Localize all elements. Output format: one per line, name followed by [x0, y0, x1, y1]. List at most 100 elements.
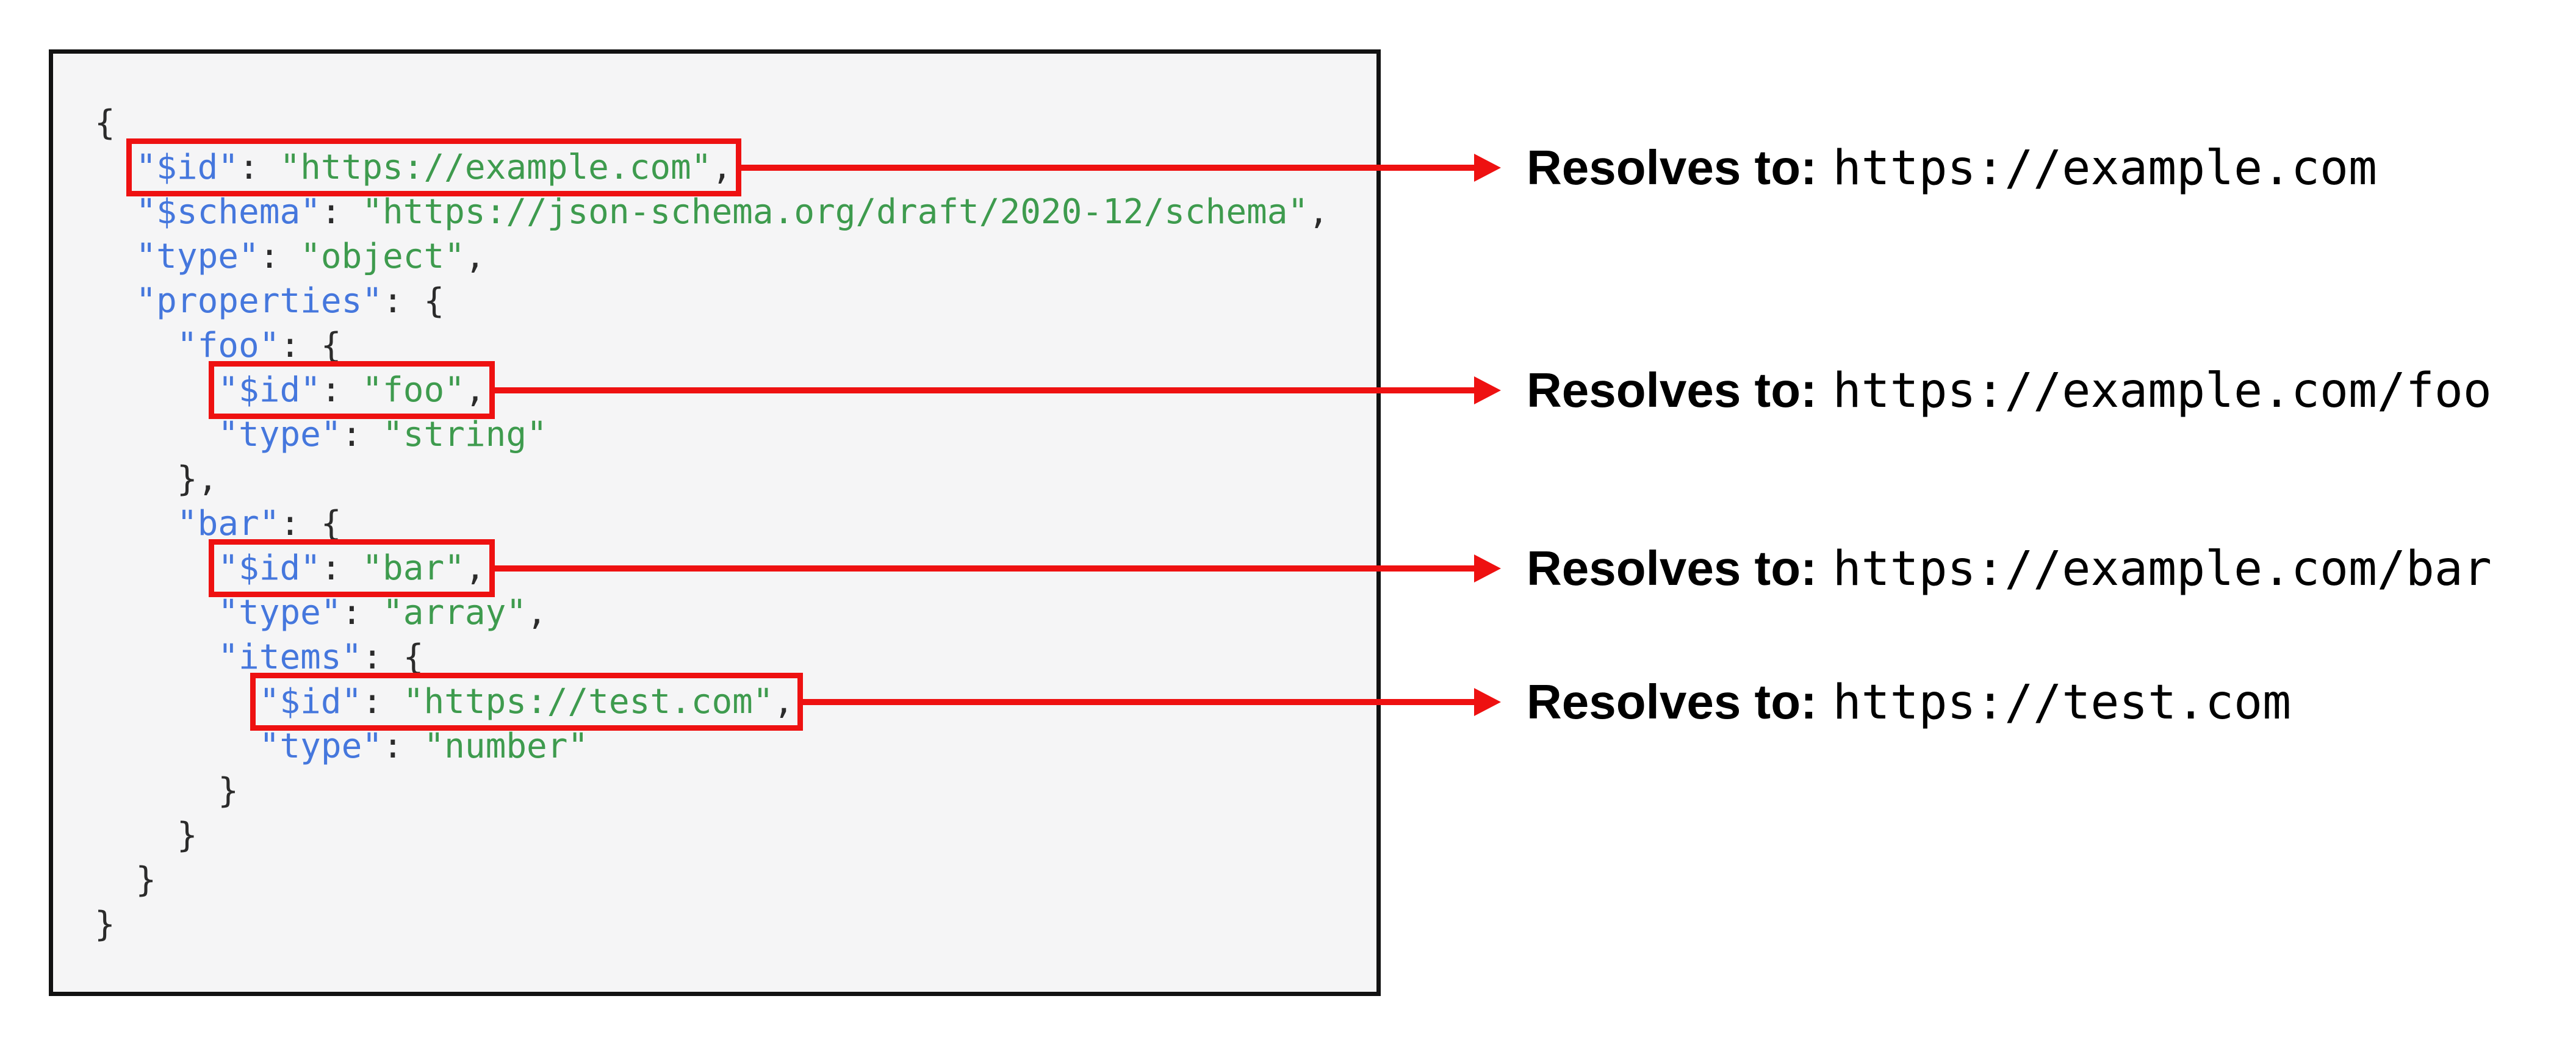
code-line: } [95, 813, 1376, 858]
arrow-head-icon [1474, 687, 1501, 716]
code-token: "$schema" [135, 192, 321, 232]
code-token: "https://json-schema.org/draft/2020-12/s… [362, 192, 1309, 232]
arrow-head-icon [1474, 153, 1501, 182]
code-token: , [464, 370, 486, 410]
code-token [95, 415, 218, 454]
code-line: "type": "array", [95, 590, 1376, 635]
id-highlight-box: "$id": "bar", [209, 539, 495, 597]
code-token: , [464, 548, 486, 588]
json-schema-code-block: { "$id": "https://example.com", "$schema… [49, 49, 1381, 996]
code-line: "foo": { [95, 323, 1376, 368]
code-token: "bar" [362, 548, 465, 588]
annotation-row: Resolves to: https://example.com [1527, 140, 2377, 196]
code-line: "$id": "https://test.com", [95, 673, 1376, 731]
code-token [95, 548, 218, 588]
code-token: : { [362, 637, 424, 677]
annotation-row: Resolves to: https://example.com/bar [1527, 540, 2492, 597]
code-token: "https://test.com" [403, 682, 774, 722]
code-token [95, 370, 218, 410]
code-line: "$schema": "https://json-schema.org/draf… [95, 190, 1376, 234]
code-token: : { [383, 281, 445, 321]
code-token [95, 637, 218, 677]
resolved-url: https://test.com [1832, 675, 2292, 730]
code-token: "type" [259, 726, 383, 766]
resolves-label: Resolves to: [1527, 362, 1817, 417]
annotation-row: Resolves to: https://example.com/foo [1527, 362, 2492, 418]
code-token: "items" [218, 637, 362, 677]
code-token [95, 148, 135, 187]
arrow-line [494, 565, 1477, 572]
code-line: "$id": "foo", [95, 361, 1376, 419]
id-highlight-box: "$id": "https://test.com", [250, 673, 804, 731]
code-token: "array" [383, 593, 527, 633]
code-token: "properties" [135, 281, 383, 321]
code-token: "type" [218, 593, 342, 633]
resolved-url: https://example.com/bar [1832, 541, 2492, 597]
code-line: "type": "string" [95, 412, 1376, 457]
code-token: "$id" [259, 682, 362, 722]
code-token: , [527, 593, 547, 633]
annotation-row: Resolves to: https://test.com [1527, 674, 2291, 730]
code-line: } [95, 902, 1376, 947]
arrow-head-icon [1474, 554, 1501, 582]
code-token: : { [279, 504, 342, 543]
code-token: "number" [423, 726, 589, 766]
code-token [95, 726, 259, 766]
code-token [95, 593, 218, 633]
code-token: } [95, 771, 239, 811]
code-token [95, 281, 135, 321]
code-token: "https://example.com" [279, 148, 712, 187]
code-token: : { [279, 326, 342, 365]
code-token [95, 682, 259, 722]
code-token [95, 192, 135, 232]
code-token: "type" [135, 237, 259, 276]
code-line: "properties": { [95, 279, 1376, 323]
code-line: { [95, 101, 1376, 145]
code-token: "object" [300, 237, 465, 276]
code-token [95, 237, 135, 276]
code-line: "$id": "https://example.com", [95, 138, 1376, 196]
code-token: "foo" [362, 370, 465, 410]
code-line: "$id": "bar", [95, 539, 1376, 597]
code-content: { "$id": "https://example.com", "$schema… [53, 54, 1376, 992]
code-line: }, [95, 457, 1376, 501]
resolved-url: https://example.com/foo [1832, 363, 2492, 418]
code-token: : [362, 682, 403, 722]
code-token: , [711, 148, 733, 187]
arrow-line [803, 698, 1477, 705]
code-token: "type" [218, 415, 342, 454]
code-token: : [383, 726, 424, 766]
code-token: } [95, 860, 157, 900]
code-token: "$id" [218, 370, 321, 410]
code-token: , [773, 682, 794, 722]
code-token: } [95, 905, 115, 944]
arrow-line [494, 387, 1477, 393]
code-token: } [95, 815, 198, 855]
code-token: : [341, 415, 383, 454]
code-token: : [259, 237, 301, 276]
code-token: "bar" [176, 504, 280, 543]
code-line: "type": "number" [95, 724, 1376, 769]
code-line: "type": "object", [95, 234, 1376, 279]
code-token: : [320, 548, 362, 588]
resolves-label: Resolves to: [1527, 540, 1817, 595]
arrow-head-icon [1474, 376, 1501, 404]
resolves-label: Resolves to: [1527, 674, 1817, 729]
code-token: : [320, 370, 362, 410]
id-highlight-box: "$id": "https://example.com", [126, 138, 742, 196]
code-token: "$id" [135, 148, 239, 187]
code-line: "items": { [95, 635, 1376, 679]
code-token: , [1308, 192, 1329, 232]
code-line: "bar": { [95, 501, 1376, 546]
code-token [95, 326, 177, 365]
code-token [95, 504, 177, 543]
code-token: , [464, 237, 486, 276]
resolves-label: Resolves to: [1527, 140, 1817, 195]
code-token: "foo" [176, 326, 280, 365]
arrow-line [741, 164, 1477, 171]
code-token: { [95, 103, 115, 143]
code-token: : [320, 192, 362, 232]
resolved-url: https://example.com [1832, 140, 2377, 196]
code-token: : [341, 593, 383, 633]
code-line: } [95, 769, 1376, 813]
